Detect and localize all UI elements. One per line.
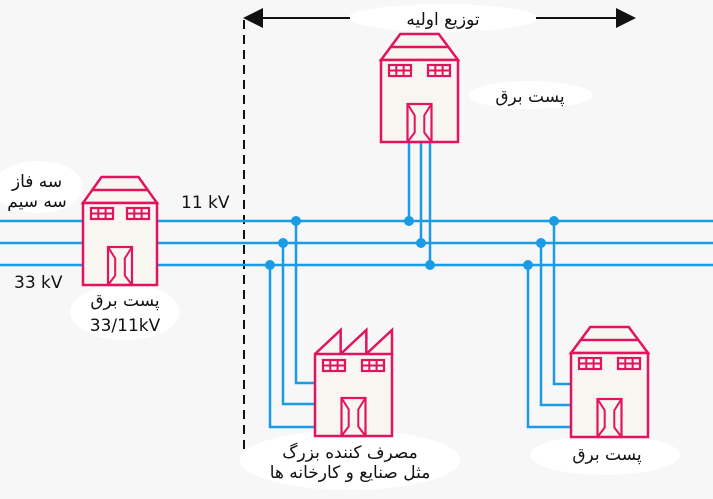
diagram-title: توزیع اولیه (406, 10, 480, 30)
door-icon (106, 245, 134, 287)
junction-dot (404, 216, 414, 226)
door-leaf (613, 398, 623, 438)
junction-dot (416, 238, 426, 248)
right-feeder-wire-3 (552, 221, 572, 386)
three-phase-label-line1: سه فاز (11, 172, 62, 192)
sawtooth-roof (314, 327, 394, 357)
three-phase-label-background (0, 161, 83, 213)
main-substation-building-icon (80, 175, 160, 287)
junction-dot (425, 260, 435, 270)
right-substation-label: پست برق (572, 445, 642, 465)
top-substation-label: پست برق (495, 87, 565, 107)
three-phase-label-line2: سه سیم (7, 192, 66, 212)
junction-dot (549, 216, 559, 226)
factory-feeder-wire-1 (268, 265, 316, 429)
factory-feeder (268, 221, 316, 429)
right-substation-label-background (530, 435, 680, 475)
top-substation-feeder (407, 140, 432, 265)
main-substation-label-background (70, 284, 180, 340)
factory-feeder-wire-3 (294, 221, 316, 385)
right-substation-feeder (526, 221, 572, 429)
factory-building-icon (313, 327, 394, 438)
building-body (81, 201, 159, 287)
junction-dot (265, 260, 275, 270)
junction-dots (265, 216, 559, 270)
door-leaf (357, 397, 367, 437)
door-icon (596, 397, 623, 439)
junction-dot (278, 238, 288, 248)
building-body (379, 58, 460, 144)
voltage-33kv-label: 33 kV (14, 273, 63, 293)
junction-dot (291, 216, 301, 226)
top-substation-label-background (468, 81, 592, 109)
building-body (569, 351, 650, 439)
consumer-label-line2: مثل صنایع و کارخانه ها (270, 463, 431, 483)
door-leaf (423, 103, 433, 143)
door-leaf (340, 397, 350, 437)
consumer-label-background (240, 430, 460, 490)
door-leaf (107, 246, 117, 286)
voltage-11kv-label: 11 kV (181, 193, 230, 213)
junction-dot (523, 260, 533, 270)
door-leaf (123, 246, 133, 286)
factory-feeder-wire-2 (281, 243, 316, 406)
door-leaf (406, 103, 416, 143)
right-feeder-wire-2 (539, 243, 572, 407)
right-substation-building-icon (568, 325, 651, 439)
main-substation-label: پست برق (90, 291, 160, 311)
door-icon (340, 396, 367, 438)
junction-dot (536, 238, 546, 248)
title-label-background (348, 4, 538, 32)
consumer-label-line1: مصرف کننده بزرگ (282, 442, 417, 463)
top-substation-building-icon (378, 32, 461, 144)
door-icon (406, 102, 433, 144)
main-substation-rating: 33/11kV (90, 316, 161, 336)
building-body (313, 352, 394, 438)
door-leaf (596, 398, 606, 438)
right-feeder-wire-1 (526, 265, 572, 429)
